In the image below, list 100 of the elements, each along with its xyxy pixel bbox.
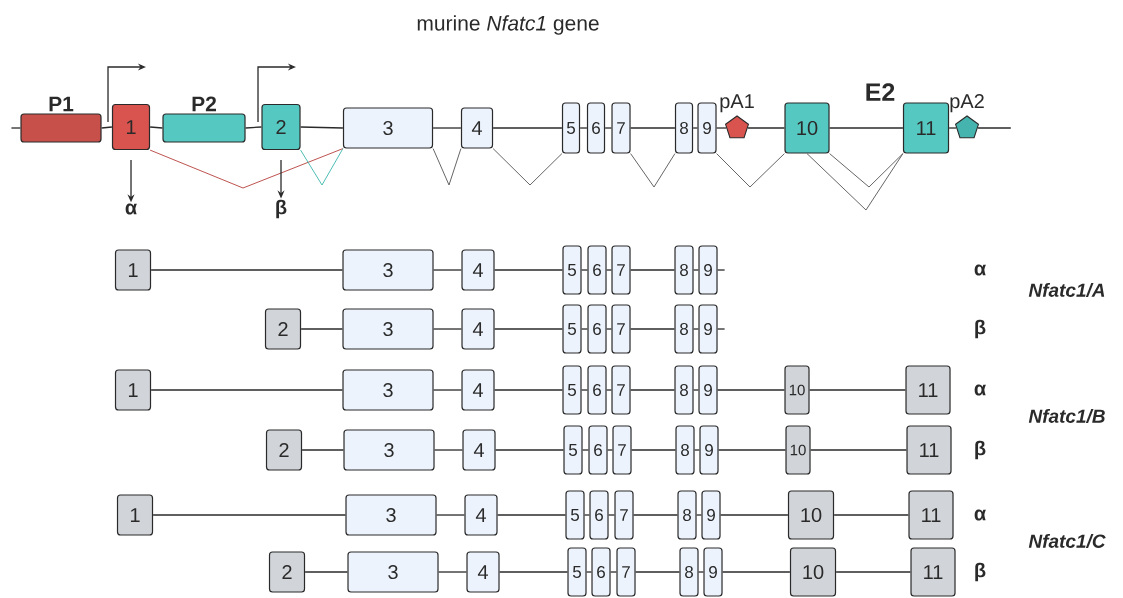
node-label: P2 [192,96,217,112]
intron-line [605,269,613,271]
exon-box: 8 [677,490,697,540]
intron-line [629,328,676,330]
intron-line [493,269,564,271]
exon-box: 4 [461,249,495,291]
exon-box: 3 [342,308,434,350]
exon-box: 9 [698,304,718,354]
exon-box: 7 [611,304,631,354]
intron-line [808,389,907,391]
exon-box: 2 [268,551,306,593]
exon-box: 9 [701,490,721,540]
intron-line [299,126,344,129]
exon-box: 4 [461,369,495,411]
exon-box: 1 [114,369,152,411]
exon-box: 7 [611,245,631,295]
splice-line [432,148,462,186]
exon-box: 3 [343,429,435,471]
intron-line [244,126,263,129]
intron-line [150,269,344,271]
exon-box: 10 [784,102,830,154]
intron-line [977,127,1012,129]
isoform-label: β [975,562,986,582]
exon-box: 2 [264,308,302,350]
intron-line [433,449,464,451]
exon-box: 5 [565,490,585,540]
exon-box: 3 [342,249,434,291]
exon-box: 6 [591,547,611,597]
exon-box: 9 [698,245,718,295]
exon-box: 5 [561,102,581,154]
exon-box: 4 [461,308,495,350]
exon-box: 4 [466,551,500,593]
transcript-label: Nfatc1/A [1028,282,1105,298]
promoter-box: P2 [162,96,246,143]
intron-line [634,571,681,573]
intron-line [580,389,589,391]
node-label: P1 [49,96,74,112]
exon-box: 11 [906,425,952,475]
intron-line [607,514,616,516]
exon-box: 6 [587,304,607,354]
promoter-box: P1 [20,96,102,143]
intron-line [716,269,726,271]
intron-line [835,571,912,573]
exon-box: 11 [902,102,950,154]
isoform-label: α [974,264,986,276]
intron-line [150,389,344,391]
intron-line [604,127,613,129]
intron-line [697,571,705,573]
exon-box: 2 [265,429,303,471]
intron-line [721,571,791,573]
intron-line [580,269,589,271]
intron-line [715,127,727,129]
exon-box: 1 [114,249,152,291]
exon-box: 10 [789,547,837,597]
exon-box: 10 [787,490,835,540]
intron-line [493,328,564,330]
intron-line [498,571,569,573]
intron-line [692,328,700,330]
exon-box: 8 [679,547,699,597]
node-label: pA1 [720,94,754,113]
exon-box: 1 [111,103,151,151]
intron-line [719,514,789,516]
intron-line [630,449,677,451]
splice-line [829,153,904,188]
intron-line [304,571,349,573]
exon-box: 10 [785,425,811,475]
exon-box: 5 [563,425,583,475]
intron-line [695,514,703,516]
intron-line [629,269,676,271]
intron-line [432,328,463,330]
intron-line [747,127,786,129]
exon-box: 7 [611,102,631,154]
exon-box: 9 [703,547,723,597]
intron-line [432,389,463,391]
exon-box: 1 [116,494,154,536]
intron-line [948,127,957,129]
exon-box: 3 [342,107,434,149]
exon-box: 4 [464,494,498,536]
exon-box: 6 [588,425,608,475]
splice-line [300,148,344,186]
intron-line [609,571,618,573]
intron-line [435,514,466,516]
isoform-label: α [125,203,137,215]
exon-box: 5 [562,365,582,415]
exon-box: 7 [612,425,632,475]
intron-line [605,389,613,391]
exon-box: 8 [674,245,694,295]
exon-box: 6 [587,365,607,415]
intron-line [693,449,701,451]
exon-box: 4 [462,429,496,471]
splice-line [630,153,676,188]
exon-box: 7 [611,365,631,415]
intron-line [496,514,567,516]
exon-box: 7 [614,490,634,540]
intron-line [692,127,699,129]
intron-line [606,449,614,451]
intron-line [717,449,787,451]
polyadenylation-pentagon: pA2 [950,94,984,139]
intron-line [828,127,904,129]
splice-line [492,148,563,186]
